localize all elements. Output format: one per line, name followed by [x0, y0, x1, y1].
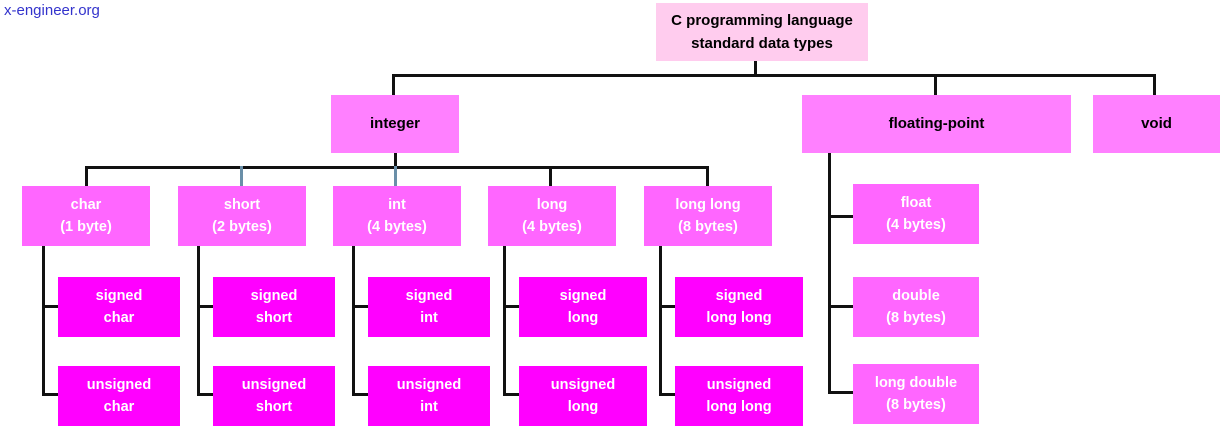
sign-line2-signed-char: char [103, 310, 135, 326]
sign-line2-signed-short: short [255, 310, 293, 326]
float-box-double: double (8 bytes) [853, 277, 979, 337]
connector-char-unsigned [42, 393, 62, 396]
type-size-int: (4 bytes) [367, 219, 427, 235]
connector-root-bus [392, 74, 1156, 77]
float-label-long-double: long double [874, 374, 958, 391]
sign-line1-signed-char: signed [95, 287, 143, 304]
float-size-long-double: (8 bytes) [886, 397, 946, 413]
sign-line1-unsigned-long-long: unsigned [706, 376, 772, 393]
type-box-int: int (4 bytes) [333, 186, 461, 246]
connector-drop-char [85, 166, 88, 187]
float-box-long-double: long double (8 bytes) [853, 364, 979, 424]
connector-drop-integer [392, 74, 395, 96]
type-box-char: char (1 byte) [22, 186, 150, 246]
connector-longlong-unsigned [659, 393, 679, 396]
sign-line1-signed-short: signed [250, 287, 298, 304]
type-box-long: long (4 bytes) [488, 186, 616, 246]
sign-line2-signed-int: int [420, 310, 438, 326]
connector-drop-short [240, 166, 243, 187]
type-box-short: short (2 bytes) [178, 186, 306, 246]
connector-int-unsigned [352, 393, 372, 396]
root-box-line2: standard data types [691, 35, 833, 52]
type-box-long-long: long long (8 bytes) [644, 186, 772, 246]
connector-floating-float [828, 215, 854, 218]
connector-longlong-signed [659, 305, 679, 308]
connector-int-signed [352, 305, 372, 308]
sign-line2-unsigned-char: char [103, 399, 135, 415]
type-size-long-long: (8 bytes) [678, 219, 738, 235]
sign-box-signed-short: signed short [213, 277, 335, 337]
sign-line1-unsigned-short: unsigned [241, 376, 307, 393]
sign-line2-signed-long: long [567, 310, 599, 326]
connector-root-stem [754, 60, 757, 77]
sign-line1-signed-long: signed [559, 287, 607, 304]
sign-box-signed-int: signed int [368, 277, 490, 337]
connector-longlong-spine [659, 246, 662, 396]
connector-long-signed [503, 305, 523, 308]
sign-box-unsigned-int: unsigned int [368, 366, 490, 426]
category-label-integer: integer [369, 115, 420, 133]
connector-char-signed [42, 305, 62, 308]
connector-integer-bus [85, 166, 709, 169]
connector-drop-floating [934, 74, 937, 96]
sign-line2-unsigned-long: long [567, 399, 599, 415]
category-label-floating-point: floating-point [888, 115, 985, 133]
sign-line1-signed-int: signed [405, 287, 453, 304]
sign-box-signed-long-long: signed long long [675, 277, 803, 337]
float-label-double: double [892, 287, 940, 304]
type-size-char: (1 byte) [60, 219, 112, 235]
connector-short-spine [197, 246, 200, 396]
sign-line1-unsigned-long: unsigned [550, 376, 616, 393]
connector-integer-stem [394, 152, 397, 168]
type-label-long-long: long long [675, 196, 741, 213]
connector-drop-int [394, 166, 397, 187]
sign-box-unsigned-long: unsigned long [519, 366, 647, 426]
sign-line1-unsigned-char: unsigned [86, 376, 152, 393]
root-box-line1: C programming language [671, 11, 853, 29]
sign-line1-signed-long-long: signed [715, 287, 763, 304]
connector-char-spine [42, 246, 45, 396]
category-label-void: void [1141, 115, 1172, 133]
connector-int-spine [352, 246, 355, 396]
sign-box-unsigned-short: unsigned short [213, 366, 335, 426]
sign-box-signed-char: signed char [58, 277, 180, 337]
sign-box-signed-long: signed long [519, 277, 647, 337]
connector-floating-spine [828, 152, 831, 393]
connector-short-signed [197, 305, 217, 308]
type-label-short: short [223, 196, 261, 213]
connector-drop-void [1153, 74, 1156, 96]
sign-line2-unsigned-int: int [420, 399, 438, 415]
sign-line2-signed-long-long: long long [706, 310, 772, 326]
sign-box-unsigned-long-long: unsigned long long [675, 366, 803, 426]
root-box-c-standard-data-types: C programming language standard data typ… [656, 3, 868, 61]
connector-long-spine [503, 246, 506, 396]
type-label-char: char [70, 196, 102, 213]
connector-long-unsigned [503, 393, 523, 396]
category-box-floating-point: floating-point [802, 95, 1071, 153]
category-box-void: void [1093, 95, 1220, 153]
connector-floating-double [828, 305, 854, 308]
sign-line1-unsigned-int: unsigned [396, 376, 462, 393]
connector-floating-longdouble [828, 391, 854, 394]
sign-line2-unsigned-short: short [255, 399, 293, 415]
connector-drop-long [549, 166, 552, 187]
connector-short-unsigned [197, 393, 217, 396]
category-box-integer: integer [331, 95, 459, 153]
watermark-x-engineer-org: x-engineer.org [4, 2, 100, 19]
float-box-float: float (4 bytes) [853, 184, 979, 244]
connector-drop-longlong [706, 166, 709, 187]
float-label-float: float [900, 194, 932, 211]
float-size-float: (4 bytes) [886, 217, 946, 233]
type-size-long: (4 bytes) [522, 219, 582, 235]
type-size-short: (2 bytes) [212, 219, 272, 235]
sign-box-unsigned-char: unsigned char [58, 366, 180, 426]
type-label-long: long [536, 196, 568, 213]
float-size-double: (8 bytes) [886, 310, 946, 326]
type-label-int: int [388, 196, 406, 213]
sign-line2-unsigned-long-long: long long [706, 399, 772, 415]
